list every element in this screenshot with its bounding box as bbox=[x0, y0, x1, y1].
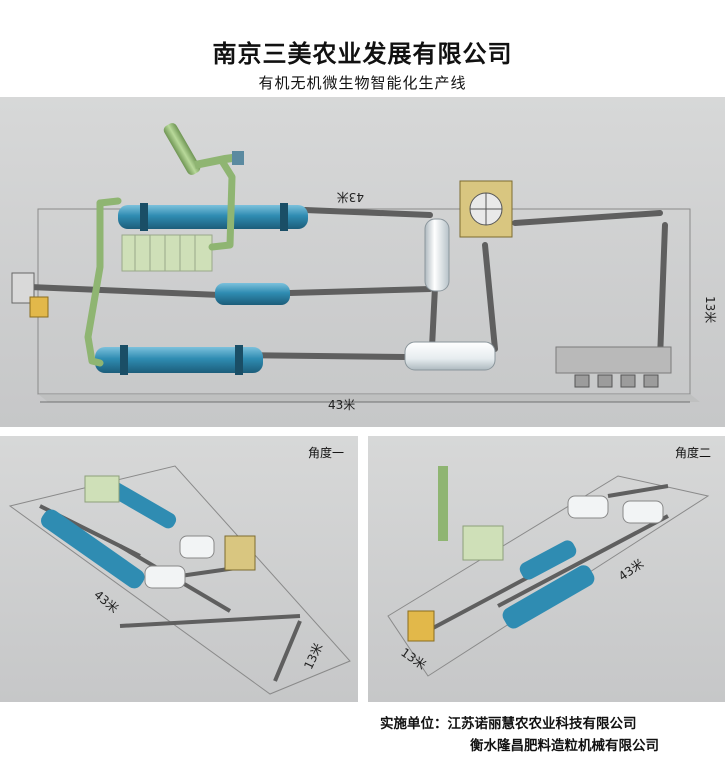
feed-hopper bbox=[407, 610, 435, 642]
dim-length: 43米 bbox=[91, 588, 121, 616]
screen-drum-vertical bbox=[424, 218, 450, 292]
fan-unit bbox=[232, 151, 244, 165]
granulator-drum bbox=[519, 540, 577, 580]
dim-width: 13米 bbox=[301, 641, 325, 672]
floor-outline bbox=[387, 475, 710, 677]
dim-length-top: 43米 bbox=[337, 190, 364, 204]
production-line-title: 有机无机微生物智能化生产线 bbox=[258, 74, 467, 92]
floor-outline bbox=[8, 465, 351, 695]
granulator-drum bbox=[215, 283, 290, 305]
air-ducts bbox=[84, 157, 236, 367]
dryer-drum bbox=[502, 565, 595, 629]
manufacturer-line: 衡水隆昌肥料造粒机械有限公司 bbox=[470, 738, 659, 754]
dust-collector bbox=[121, 234, 213, 272]
dust-collector-ribs bbox=[134, 235, 196, 271]
floor-shadow bbox=[38, 394, 700, 402]
perspective-view-one-panel: 43米 13米 角度一 bbox=[0, 436, 358, 702]
screen-drum-2 bbox=[144, 565, 186, 589]
plan-view-panel: 43米 43米 13米 bbox=[0, 97, 725, 427]
finished-product-platform bbox=[555, 346, 672, 374]
screen-drum-horizontal bbox=[404, 341, 496, 371]
dust-collector bbox=[462, 525, 504, 561]
cooler-drum bbox=[103, 479, 177, 529]
perspective-view-two-panel: 43米 13米 角度二 bbox=[368, 436, 725, 702]
screen-drum bbox=[179, 535, 215, 559]
dryer-drum bbox=[41, 509, 145, 589]
perspective-view-one: 43米 13米 bbox=[8, 465, 351, 695]
cooler-drum bbox=[95, 345, 263, 375]
packaging-bins bbox=[574, 374, 659, 388]
chimney bbox=[438, 466, 448, 541]
implementing-unit-line: 实施单位：江苏诺丽慧农农业科技有限公司 bbox=[380, 716, 637, 732]
dim-length: 43米 bbox=[616, 556, 646, 583]
screen-drum-2 bbox=[622, 500, 664, 524]
view-one-label: 角度一 bbox=[307, 446, 344, 460]
dryer-drum bbox=[118, 203, 308, 231]
mixer-tower bbox=[459, 180, 513, 238]
conveyor-belts bbox=[27, 207, 668, 362]
company-title: 南京三美农业发展有限公司 bbox=[212, 40, 513, 68]
view-two-label: 角度二 bbox=[674, 446, 711, 460]
dim-length-bottom: 43米 bbox=[328, 398, 355, 412]
plan-view-diagram: 43米 43米 13米 bbox=[11, 123, 717, 412]
exhaust-chimney bbox=[163, 123, 201, 175]
dim-width-right: 13米 bbox=[703, 296, 717, 323]
screen-drum bbox=[567, 495, 609, 519]
perspective-view-two: 43米 13米 bbox=[387, 466, 710, 677]
dim-width: 13米 bbox=[398, 645, 428, 672]
feed-hopper bbox=[11, 272, 49, 318]
dust-collector bbox=[84, 475, 120, 503]
mixer-tower bbox=[224, 535, 256, 571]
